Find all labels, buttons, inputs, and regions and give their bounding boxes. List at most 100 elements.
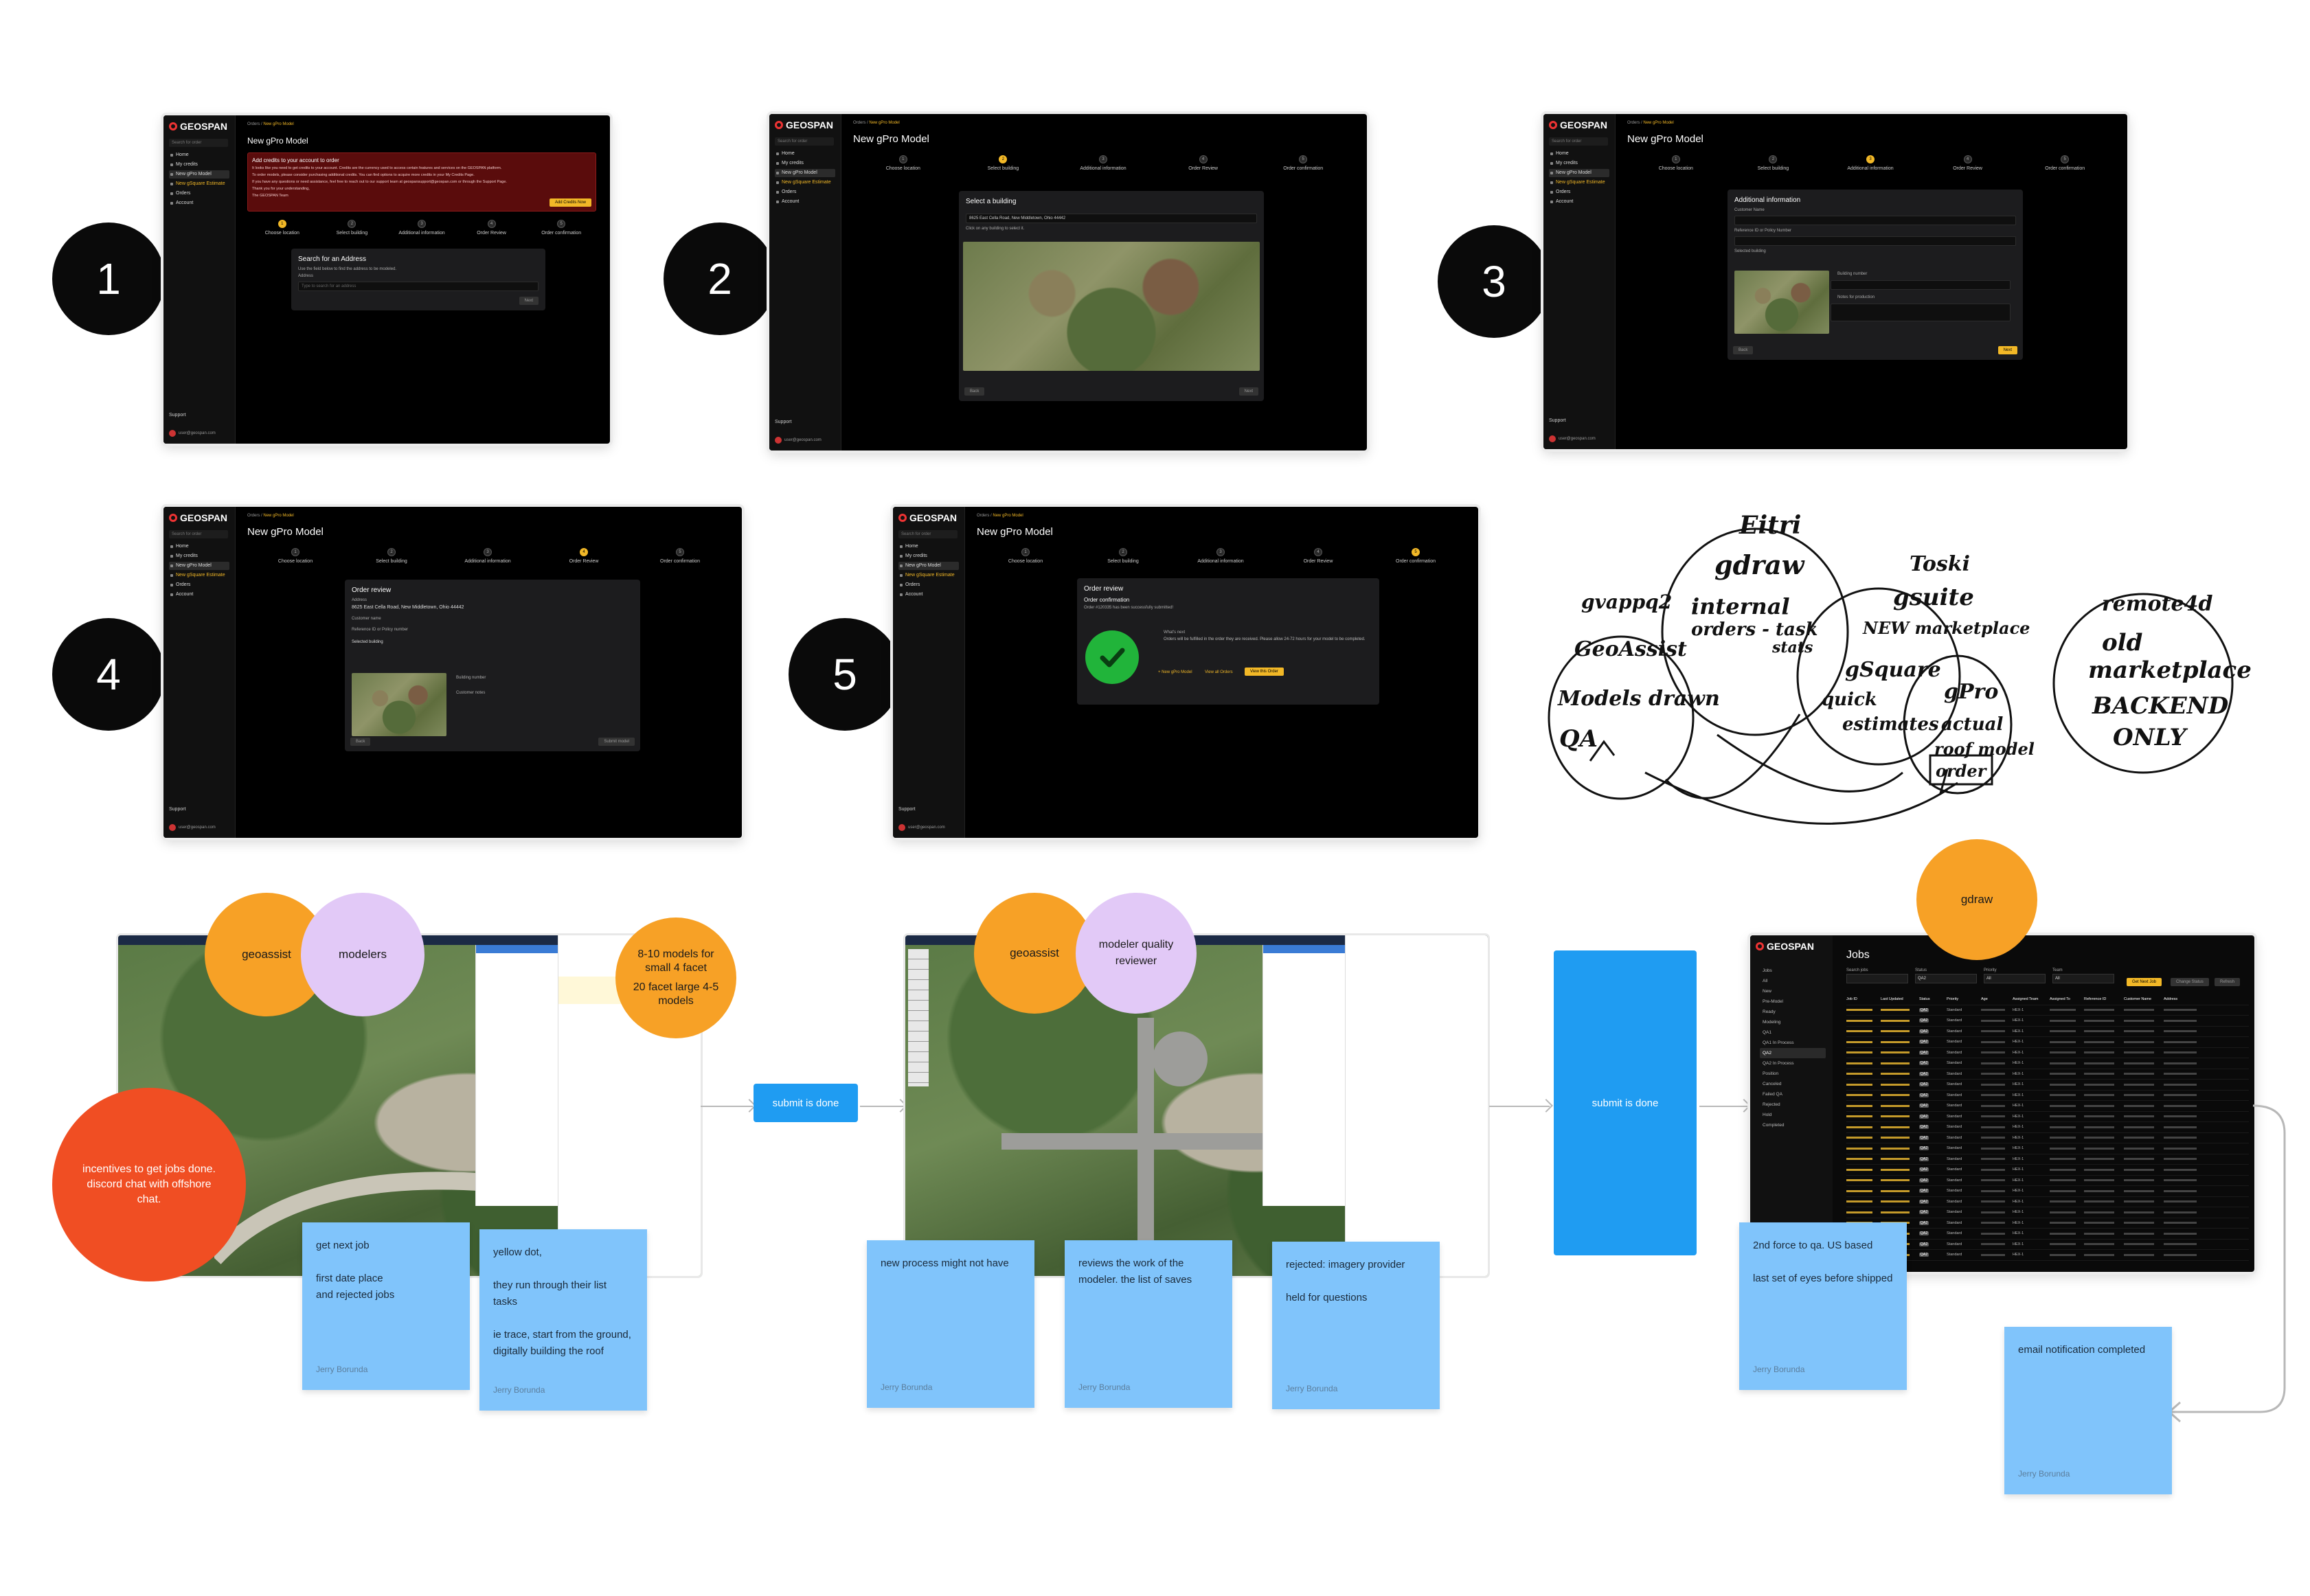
filter-search[interactable]: Search jobs [1846,968,1908,983]
new-gpro-link[interactable]: + New gPro Model [1158,670,1192,674]
sidebar-item-home[interactable]: Home [898,543,959,551]
sidebar-user[interactable]: user@geospan.com [775,437,822,444]
sidebar-search-input[interactable]: Search for order [169,139,228,147]
jobs-sidebar-item[interactable]: Ready [1763,1010,1776,1014]
sidebar-search-input[interactable]: Search for order [1549,137,1608,146]
sidebar-item-account[interactable]: Account [775,198,835,206]
submit-model-button[interactable]: Submit model [598,738,635,746]
jobs-sidebar-item[interactable]: Canceled [1763,1082,1782,1086]
sidebar-item-gsquare[interactable]: New gSquare Estimate [775,179,835,187]
sidebar-item-credits[interactable]: My credits [1549,159,1609,168]
sidebar-item-credits[interactable]: My credits [169,161,229,169]
tool-palette[interactable] [908,949,929,1086]
sidebar-support[interactable]: Support [775,420,792,424]
jobs-sidebar-item[interactable]: Rejected [1763,1102,1780,1107]
column-header[interactable]: Address [2164,997,2178,1002]
sidebar-item-orders[interactable]: Orders [169,190,229,198]
jobs-sidebar-item[interactable]: Failed QA [1763,1092,1782,1097]
sidebar-item-account[interactable]: Account [1549,198,1609,206]
column-header[interactable]: Last Updated [1881,997,1903,1002]
view-orders-link[interactable]: View all Orders [1205,670,1233,674]
refresh-button[interactable]: Refresh [2215,978,2241,986]
sidebar-item-credits[interactable]: My credits [898,552,959,560]
sidebar-item-account[interactable]: Account [169,199,229,207]
change-status-button[interactable]: Change Status [2171,978,2209,986]
next-button[interactable]: Next [519,297,539,305]
breadcrumb-root[interactable]: Orders [977,514,990,518]
column-header[interactable]: Assigned To [2050,997,2070,1002]
jobs-sidebar-item[interactable]: Hold [1763,1113,1772,1117]
sidebar-item-home[interactable]: Home [169,543,229,551]
column-header[interactable]: Job ID [1846,997,1857,1002]
sidebar-user[interactable]: user@geospan.com [169,430,216,437]
jobs-sidebar-item[interactable]: QA2 In Process [1763,1061,1794,1066]
customer-name-input[interactable] [1734,216,2016,225]
aerial-building-map[interactable] [963,242,1260,371]
view-order-button[interactable]: View this Order [1245,668,1284,676]
add-credits-button[interactable]: Add Credits Now [549,198,591,207]
address-search-input[interactable]: Type to search for an address [298,282,539,291]
sidebar-search-input[interactable]: Search for order [898,530,958,538]
column-header[interactable]: Age [1981,997,1988,1002]
breadcrumb-root[interactable]: Orders [247,514,260,518]
sidebar-user[interactable]: user@geospan.com [1549,435,1596,442]
sidebar-item-gsquare[interactable]: New gSquare Estimate [169,571,229,580]
sidebar-user[interactable]: user@geospan.com [169,824,216,831]
column-header[interactable]: Priority [1947,997,1959,1002]
back-button[interactable]: Back [1733,346,1754,354]
next-button[interactable]: Next [1238,387,1258,396]
sidebar-item-credits[interactable]: My credits [169,552,229,560]
sidebar-item-orders[interactable]: Orders [898,581,959,589]
sidebar-item-home[interactable]: Home [1549,150,1609,158]
jobs-sidebar-item[interactable]: Completed [1763,1123,1785,1128]
sidebar-item-new-gpro[interactable]: New gPro Model [169,170,229,179]
sidebar-item-gsquare[interactable]: New gSquare Estimate [898,571,959,580]
back-button[interactable]: Back [964,387,985,396]
sidebar-item-credits[interactable]: My credits [775,159,835,168]
get-next-job-button[interactable]: Get Next Job [2127,978,2162,986]
sidebar-support[interactable]: Support [1549,418,1566,423]
back-button[interactable]: Back [350,738,371,746]
breadcrumb-root[interactable]: Orders [247,122,260,126]
sidebar-item-orders[interactable]: Orders [1549,188,1609,196]
jobs-sidebar-item[interactable]: QA1 In Process [1763,1040,1794,1045]
sidebar-item-account[interactable]: Account [169,591,229,599]
jobs-sidebar-item[interactable]: New [1763,989,1772,994]
sidebar-support[interactable]: Support [169,413,186,418]
sidebar-search-input[interactable]: Search for order [775,137,834,146]
sidebar-item-home[interactable]: Home [169,151,229,159]
next-button[interactable]: Next [1997,346,2017,354]
sidebar-item-home[interactable]: Home [775,150,835,158]
column-header[interactable]: Customer Name [2124,997,2152,1002]
sidebar-item-gsquare[interactable]: New gSquare Estimate [1549,179,1609,187]
sidebar-support[interactable]: Support [169,807,186,812]
breadcrumb-root[interactable]: Orders [1627,121,1640,125]
jobs-sidebar-item[interactable]: QA1 [1763,1030,1772,1035]
sidebar-item-gsquare[interactable]: New gSquare Estimate [169,180,229,188]
breadcrumb-root[interactable]: Orders [853,121,866,125]
sidebar-item-orders[interactable]: Orders [169,581,229,589]
sidebar-item-new-gpro[interactable]: New gPro Model [1549,169,1609,177]
jobs-sidebar-item[interactable]: Position [1763,1071,1779,1076]
sidebar-item-account[interactable]: Account [898,591,959,599]
sidebar-item-new-gpro[interactable]: New gPro Model [169,562,229,570]
